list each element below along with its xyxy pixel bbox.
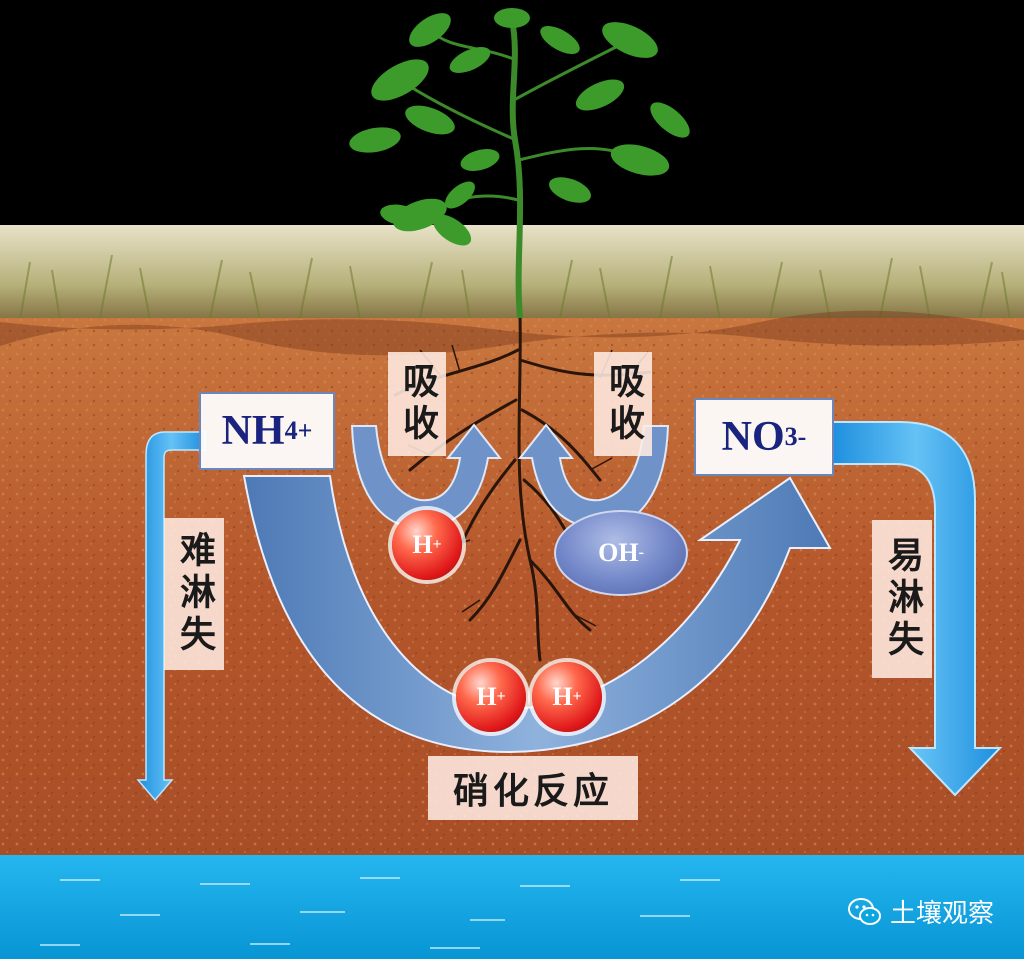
nitrification-label: 硝化反应 <box>428 756 638 820</box>
topsoil-band <box>0 310 1024 356</box>
hydroxide-ion: OH- <box>554 510 688 596</box>
easy-leach-arrow <box>831 421 1003 797</box>
absorb-left-label: 吸收 <box>388 352 446 456</box>
groundwater <box>0 855 1024 959</box>
hard-leach-label: 难淋失 <box>164 518 224 670</box>
wechat-icon <box>847 897 881 925</box>
hydrogen-symbol: H <box>412 530 433 559</box>
hard-leach-arrow <box>136 431 206 802</box>
hydrogen-ion-absorb: H+ <box>392 510 462 580</box>
watermark: 土壤观察 <box>847 893 994 930</box>
nitrification-arrow <box>242 475 832 754</box>
ammonium-charge: + <box>297 416 313 445</box>
absorb-right-label: 吸收 <box>594 352 652 456</box>
grass-layer <box>0 225 1024 325</box>
hydrogen-ion-nitrification-2: H+ <box>532 662 602 732</box>
water-ripples <box>40 877 720 949</box>
easy-leach-label: 易淋失 <box>872 520 932 678</box>
nitrate-charge: - <box>797 422 807 451</box>
hydrogen-charge: + <box>432 536 442 553</box>
plant-shoot <box>349 8 690 319</box>
absorb-left-arrow <box>350 423 503 530</box>
hydrogen-symbol: H <box>476 682 497 711</box>
hydrogen-ion-nitrification-1: H+ <box>456 662 526 732</box>
grass-blades <box>19 254 1011 321</box>
hydrogen-charge: + <box>572 688 582 705</box>
hydrogen-charge: + <box>496 688 506 705</box>
hydrogen-symbol: H <box>552 682 573 711</box>
nitrate-subscript: 3 <box>784 422 798 451</box>
ammonium-symbol: NH <box>221 408 285 454</box>
nitrate-symbol: NO <box>721 414 785 460</box>
hydroxide-charge: - <box>638 544 644 561</box>
ammonium-subscript: 4 <box>284 416 298 445</box>
hydroxide-symbol: OH <box>598 538 639 567</box>
watermark-text: 土壤观察 <box>889 899 994 929</box>
